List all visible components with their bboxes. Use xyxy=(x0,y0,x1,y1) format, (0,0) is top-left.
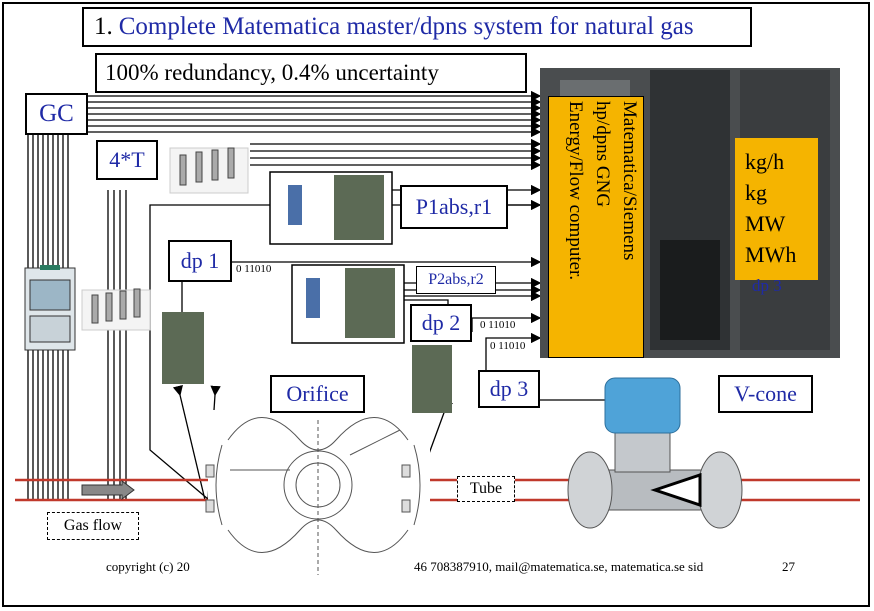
title-number: 1. xyxy=(94,13,113,40)
outputs-extra: dp 3 xyxy=(752,276,782,295)
title-text: Complete Matematica master/dpns system f… xyxy=(118,13,694,40)
orifice-label: Orifice xyxy=(270,375,365,413)
output-mw: MW xyxy=(745,211,786,236)
flow-computer-box: Matematica/Siemens hp/dpns GNG Energy/Fl… xyxy=(548,96,644,358)
footer-contact: 46 708387910, mail@matematica.se, matema… xyxy=(414,559,704,574)
transmitter-images xyxy=(162,171,452,413)
gas-flow-label: Gas flow xyxy=(47,512,139,540)
computer-line-2: hp/dpns GNG xyxy=(592,101,613,208)
slide-title: 1. Complete Matematica master/dpns syste… xyxy=(82,7,752,47)
footer-copyright: copyright (c) 20 xyxy=(106,559,190,574)
slide-subtitle: 100% redundancy, 0.4% uncertainty xyxy=(95,53,527,93)
temp-label: 4*T xyxy=(96,140,158,180)
p2-label: P2abs,r2 xyxy=(416,266,496,294)
dp2-label: dp 2 xyxy=(410,304,472,342)
dp3-label: dp 3 xyxy=(478,370,540,408)
computer-line-1: Matematica/Siemens xyxy=(619,101,640,261)
vcone-label: V-cone xyxy=(718,375,813,413)
dp1-bits: 0 11010 xyxy=(236,263,272,275)
gc-cabinet-image xyxy=(24,265,76,351)
outputs-box: kg/h kg MW MWh xyxy=(735,138,818,280)
tube-label: Tube xyxy=(457,476,515,502)
dp2-bits: 0 11010 xyxy=(480,319,516,331)
dp1-label: dp 1 xyxy=(168,240,232,282)
orifice-drawing xyxy=(205,410,430,575)
gc-label: GC xyxy=(25,93,88,135)
output-kg: kg xyxy=(745,180,767,205)
computer-line-3: Energy/Flow computer. xyxy=(565,101,586,281)
temp-sensors-image xyxy=(81,147,249,331)
dp3-bits: 0 11010 xyxy=(490,340,526,352)
p1-label: P1abs,r1 xyxy=(400,185,508,229)
page-number: 27 xyxy=(782,559,795,574)
output-mwh: MWh xyxy=(745,242,797,267)
vcone-meter-image xyxy=(567,377,743,529)
output-kgh: kg/h xyxy=(745,149,785,174)
